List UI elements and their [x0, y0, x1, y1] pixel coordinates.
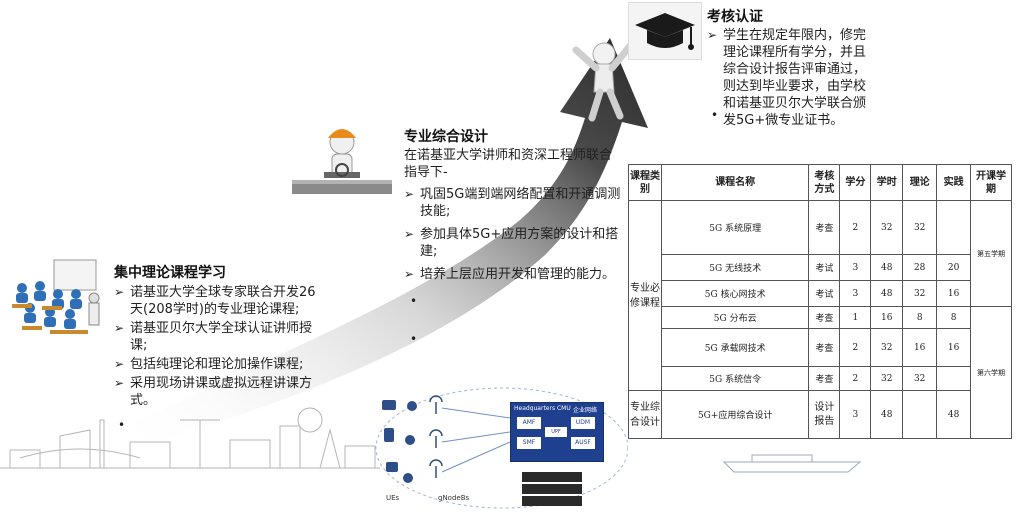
- table-row: 专业综合设计 5G+应用综合设计 设计报告 3 48 48: [628, 390, 1012, 439]
- headquarters-panel: Headquarters CMU 企业网络 AMF UDM UPF SMF AU…: [510, 402, 604, 462]
- table-row: 专业必修课程 5G 系统原理 考查 2 32 32 第五学期: [628, 200, 1012, 391]
- enterprise-label: 企业网络: [573, 407, 598, 414]
- climbing-figure-illustration: [572, 42, 634, 122]
- section1-bullet: ➢包括纯理论和理论加操作课程;: [114, 357, 304, 372]
- bullet-arrow-icon: ➢: [114, 285, 125, 299]
- ausf-box: AUSF: [571, 437, 595, 449]
- bullet-dot: •: [118, 418, 126, 432]
- headquarters-label: Headquarters CMU: [514, 405, 571, 412]
- header-semester: 开课学期: [970, 164, 1012, 201]
- section2-bullet: ➢培养上层应用开发和管理的能力。: [404, 267, 616, 282]
- semester6-cell: 第六学期: [970, 306, 1012, 439]
- header-hours: 学时: [870, 164, 904, 201]
- section1-title: 集中理论课程学习: [114, 265, 226, 281]
- ues-label: UEs: [386, 494, 400, 502]
- bullet-dot: •: [410, 332, 418, 346]
- bullet-arrow-icon: ➢: [114, 376, 125, 390]
- amf-box: AMF: [517, 417, 541, 429]
- bullet-arrow-icon: ➢: [404, 187, 415, 201]
- bullet-arrow-icon: ➢: [114, 321, 125, 335]
- semester5-cell: 第五学期: [970, 200, 1012, 307]
- graduation-cap-icon: [628, 2, 702, 60]
- bullet-arrow-icon: ➢: [114, 357, 125, 371]
- header-credits: 学分: [839, 164, 872, 201]
- ship-sketch: [722, 454, 862, 473]
- network-diagram: UEs gNodeBs Headquarters CMU 企业网络 AMF UD…: [372, 382, 628, 512]
- table-row: 5G 承载网技术 考查 2 32 16 16: [629, 328, 1012, 367]
- city-skyline-sketch: [0, 407, 380, 469]
- upf-box: UPF: [545, 427, 567, 437]
- bullet-dot: •: [711, 108, 719, 122]
- section2-bullet: ➢巩固5G端到端网络配置和开通调测技能;: [404, 187, 621, 219]
- table-header-row: 课程类别 课程名称 考核方式 学分 学时 理论 实践 开课学期: [628, 164, 1012, 201]
- section1-bullet: ➢诺基亚大学全球专家联合开发26天(208学时)的专业理论课程;: [114, 285, 316, 317]
- category-major-cell: 专业必修课程: [628, 200, 662, 391]
- gnodebs-label: gNodeBs: [438, 494, 470, 502]
- section1-bullet: ➢诺基亚贝尔大学全球认证讲师授课;: [114, 321, 313, 353]
- header-practice: 实践: [936, 164, 972, 201]
- section3-bullets: ➢学生在规定年限内，修完理论课程所有学分，并且综合设计报告评审通过，则达到毕业要…: [707, 27, 875, 131]
- section3-bullet: ➢学生在规定年限内，修完理论课程所有学分，并且综合设计报告评审通过，则达到毕业要…: [707, 28, 867, 128]
- section2-title: 专业综合设计: [404, 129, 488, 145]
- table-row: 5G 无线技术 考试 3 48 28 20: [629, 254, 1012, 281]
- classroom-illustration: [12, 259, 100, 334]
- table-row: 5G 系统信令 考查 2 32 32: [629, 366, 1012, 391]
- bullet-arrow-icon: ➢: [404, 267, 415, 281]
- section3-title: 考核认证: [707, 9, 763, 25]
- engineer-illustration: [292, 129, 392, 194]
- section2-bullets: ➢巩固5G端到端网络配置和开通调测技能; ➢参加具体5G+应用方案的设计和搭建;…: [404, 186, 622, 285]
- category-design-cell: 专业综合设计: [628, 390, 662, 439]
- header-exam-method: 考核方式: [808, 164, 841, 201]
- table-row: 5G 分布云 考查 1 16 8 8 第六学期: [629, 306, 1012, 439]
- header-course-name: 课程名称: [660, 164, 810, 201]
- udm-box: UDM: [571, 417, 595, 429]
- curriculum-table: 课程类别 课程名称 考核方式 学分 学时 理论 实践 开课学期 专业必修课程 5…: [628, 164, 1012, 439]
- section1-bullets: ➢诺基亚大学全球专家联合开发26天(208学时)的专业理论课程; ➢诺基亚贝尔大…: [114, 284, 320, 411]
- header-theory: 理论: [902, 164, 938, 201]
- section2-bullet: ➢参加具体5G+应用方案的设计和搭建;: [404, 227, 619, 259]
- table-row: 5G 核心网技术 考试 3 48 32 16: [629, 280, 1012, 307]
- header-category: 课程类别: [628, 164, 662, 201]
- section2-intro: 在诺基亚大学讲师和资深工程师联合指导下-: [404, 148, 613, 180]
- bullet-arrow-icon: ➢: [404, 227, 415, 241]
- smf-box: SMF: [517, 437, 541, 449]
- bullet-arrow-icon: ➢: [707, 28, 718, 42]
- section1-bullet: ➢采用现场讲课或虚拟远程讲课方式。: [114, 376, 313, 408]
- bullet-dot: •: [410, 294, 418, 308]
